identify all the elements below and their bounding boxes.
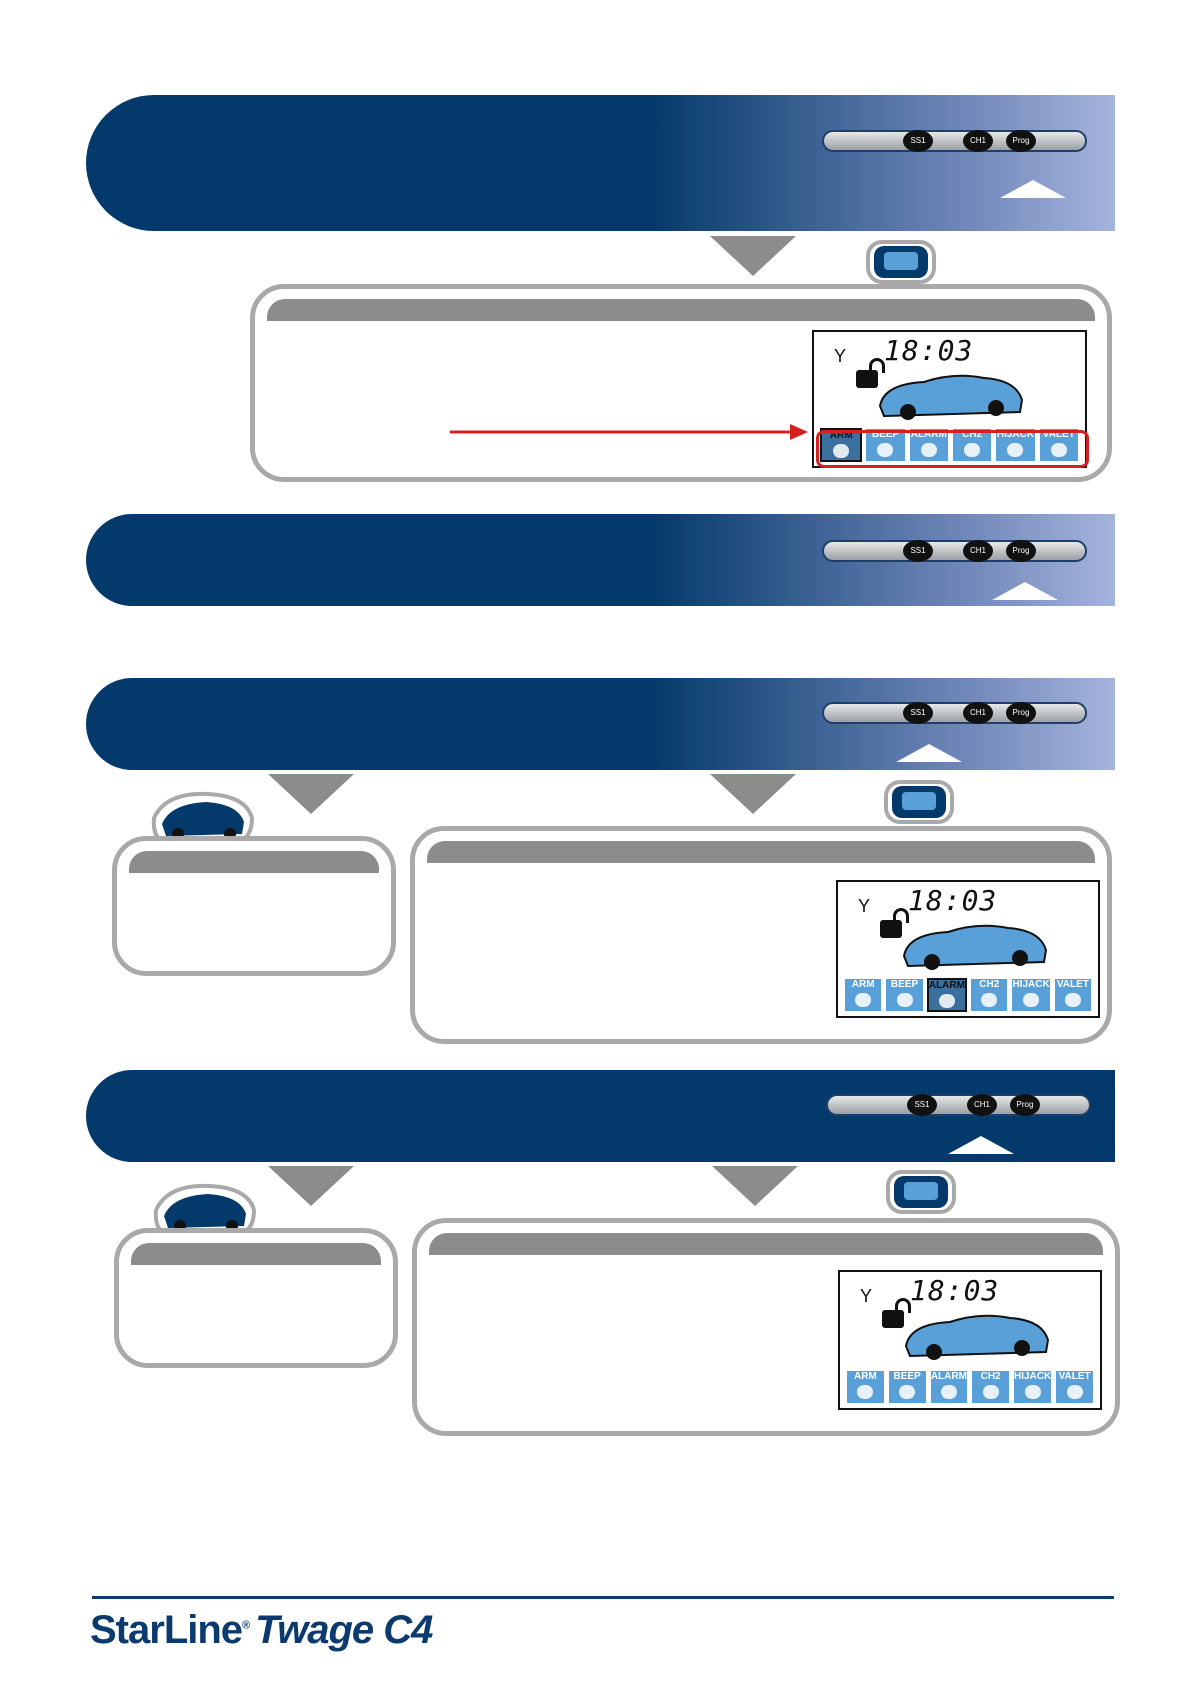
vehicle-panel-3 bbox=[112, 836, 396, 976]
flow-arrow-down bbox=[710, 236, 796, 276]
fob-button-ch1: CH1 bbox=[963, 130, 993, 152]
vehicle-panel-4 bbox=[114, 1228, 398, 1368]
mode-hijack: HIJACK bbox=[995, 428, 1036, 462]
lcd-remote-icon bbox=[886, 1170, 956, 1214]
car-icon bbox=[878, 374, 1024, 420]
lcd-time: 18:03 bbox=[884, 334, 974, 367]
antenna-icon: Y bbox=[858, 896, 871, 916]
panel-header-bar bbox=[131, 1243, 381, 1265]
mode-valet: VALET bbox=[1055, 1370, 1094, 1404]
banner-4 bbox=[86, 1070, 1115, 1162]
mode-valet: VALET bbox=[1038, 428, 1079, 462]
unlock-icon bbox=[856, 370, 878, 388]
flow-arrow-down bbox=[268, 774, 354, 814]
fob-key-2 bbox=[822, 540, 1087, 562]
mode-ch2: CH2 bbox=[970, 978, 1009, 1012]
fob-button-lock: SS1 bbox=[903, 702, 933, 724]
car-icon bbox=[902, 924, 1048, 970]
mode-arm: ARM bbox=[820, 428, 863, 462]
lcd-display-3: Y 18:03 ARM BEEP ALARM CH2 HIJACK VALET bbox=[836, 880, 1100, 1018]
fob-key-3 bbox=[822, 702, 1087, 724]
mode-beep: BEEP bbox=[887, 1370, 927, 1404]
antenna-icon: Y bbox=[834, 346, 847, 366]
panel-header-bar bbox=[129, 851, 379, 873]
mode-alarm: ALARM bbox=[908, 428, 949, 462]
banner-1 bbox=[86, 95, 1115, 231]
lcd-remote-icon bbox=[884, 780, 954, 824]
fob-button-lock: SS1 bbox=[907, 1094, 937, 1116]
fob-button-prog: Prog bbox=[1006, 540, 1036, 562]
flow-arrow-down bbox=[710, 774, 796, 814]
panel-header-bar bbox=[267, 299, 1095, 321]
fob-key-1 bbox=[822, 130, 1087, 152]
mode-strip: ARM BEEP ALARM CH2 HIJACK VALET bbox=[846, 1370, 1094, 1404]
flow-arrow-down bbox=[712, 1166, 798, 1206]
flow-arrow-down bbox=[268, 1166, 354, 1206]
panel-header-bar bbox=[427, 841, 1095, 863]
mode-ch2: CH2 bbox=[951, 428, 993, 462]
fob-button-lock: SS1 bbox=[903, 130, 933, 152]
registered-mark: ® bbox=[242, 1619, 250, 1632]
vehicle-icon bbox=[151, 791, 255, 846]
lcd-time: 18:03 bbox=[908, 884, 998, 917]
press-indicator-arrow bbox=[992, 582, 1058, 600]
mode-alarm: ALARM bbox=[926, 978, 968, 1012]
fob-button-lock: SS1 bbox=[903, 540, 933, 562]
lcd-display-4: Y 18:03 ARM BEEP ALARM CH2 HIJACK VALET bbox=[838, 1270, 1102, 1410]
fob-button-ch1: CH1 bbox=[963, 702, 993, 724]
brand-logo: StarLine® Twage C4 bbox=[90, 1608, 433, 1653]
car-icon bbox=[904, 1314, 1050, 1360]
brand-name: StarLine bbox=[90, 1608, 243, 1652]
press-indicator-arrow bbox=[1000, 180, 1066, 198]
lcd-remote-icon bbox=[866, 240, 936, 284]
mode-arm: ARM bbox=[844, 978, 883, 1012]
lcd-time: 18:03 bbox=[910, 1274, 1000, 1307]
mode-strip: ARM BEEP ALARM CH2 HIJACK VALET bbox=[844, 978, 1093, 1012]
mode-strip-highlight bbox=[816, 430, 1089, 468]
fob-key-4 bbox=[826, 1094, 1091, 1116]
fob-button-ch1: CH1 bbox=[967, 1094, 997, 1116]
antenna-icon: Y bbox=[860, 1286, 873, 1306]
panel-header-bar bbox=[429, 1233, 1103, 1255]
mode-hijack: HIJACK bbox=[1013, 1370, 1053, 1404]
pointer-arrow bbox=[450, 424, 808, 440]
lcd-display-1: Y 18:03 ARM BEEP ALARM CH2 HIJACK VALET bbox=[812, 330, 1087, 468]
mode-beep: BEEP bbox=[885, 978, 924, 1012]
press-indicator-arrow bbox=[896, 744, 962, 762]
fob-button-prog: Prog bbox=[1006, 702, 1036, 724]
footer-rule bbox=[92, 1596, 1114, 1599]
press-indicator-arrow bbox=[948, 1136, 1014, 1154]
fob-button-prog: Prog bbox=[1006, 130, 1036, 152]
fob-button-ch1: CH1 bbox=[963, 540, 993, 562]
fob-button-prog: Prog bbox=[1010, 1094, 1040, 1116]
mode-strip: ARM BEEP ALARM CH2 HIJACK VALET bbox=[820, 428, 1079, 462]
unlock-icon bbox=[882, 1310, 904, 1328]
mode-alarm: ALARM bbox=[929, 1370, 969, 1404]
mode-arm: ARM bbox=[846, 1370, 885, 1404]
model-name: Twage C4 bbox=[255, 1608, 433, 1652]
mode-beep: BEEP bbox=[865, 428, 906, 462]
mode-ch2: CH2 bbox=[971, 1370, 1010, 1404]
mode-valet: VALET bbox=[1053, 978, 1093, 1012]
info-panel-1 bbox=[250, 284, 1112, 482]
unlock-icon bbox=[880, 920, 902, 938]
mode-hijack: HIJACK bbox=[1011, 978, 1051, 1012]
